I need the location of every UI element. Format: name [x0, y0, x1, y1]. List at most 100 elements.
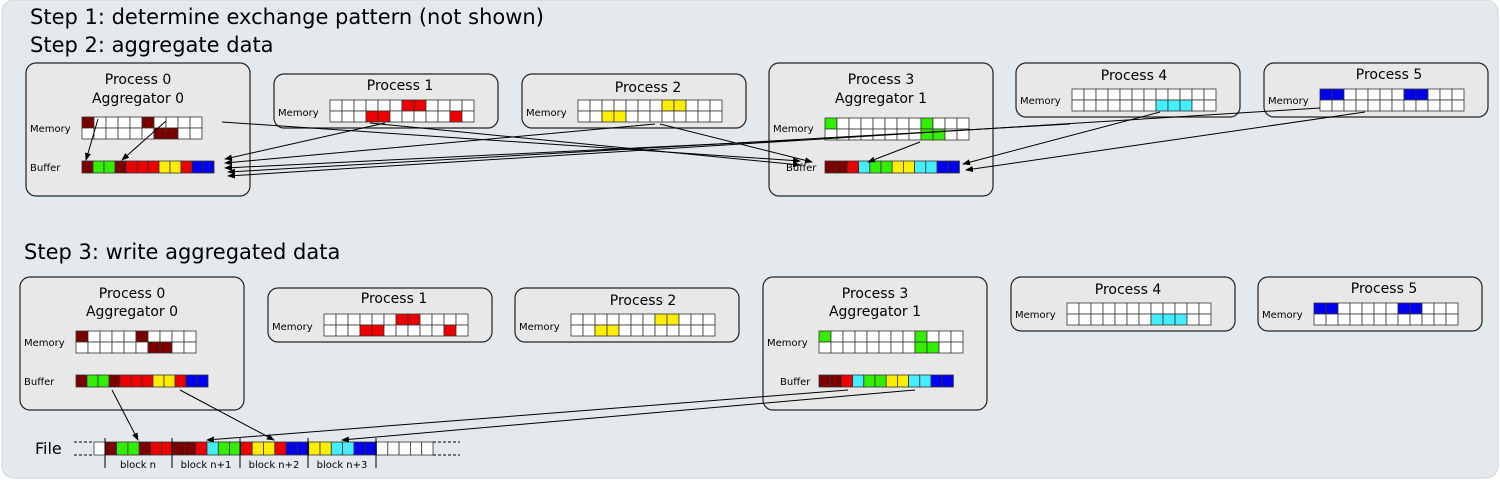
cell: [613, 99, 627, 112]
cell: [920, 117, 934, 130]
cell: [697, 99, 711, 112]
cell: [371, 313, 385, 326]
cell: [1409, 313, 1423, 326]
cell: [919, 374, 932, 388]
step3-process-3: Process 3 Aggregator 1 Memory Buffer: [762, 276, 988, 411]
cell: [1071, 99, 1085, 112]
cell: [389, 99, 403, 112]
cell: [147, 160, 160, 174]
cell: [1162, 313, 1176, 326]
cell: [353, 441, 366, 456]
cell: [359, 324, 373, 337]
cell: [637, 99, 651, 112]
cell: [150, 441, 163, 456]
cell: [104, 441, 118, 456]
cell: [897, 374, 910, 388]
cell: [936, 160, 949, 174]
buffer-label: Buffer: [30, 163, 61, 174]
cell: [950, 341, 964, 354]
cell: [455, 313, 469, 326]
step2-process-1: Process 1 Memory: [273, 73, 499, 129]
cell: [577, 110, 591, 123]
cell: [323, 313, 337, 326]
cell: [136, 160, 149, 174]
cell: [407, 313, 421, 326]
cell: [342, 441, 355, 456]
cell: [1337, 313, 1351, 326]
file-row: File block n block n+1 block n+2 block n…: [35, 438, 460, 471]
cell: [878, 341, 892, 354]
cell: [172, 441, 185, 456]
cell: [1439, 99, 1453, 112]
cell: [630, 324, 644, 337]
cell: [1391, 99, 1405, 112]
cell: [389, 110, 403, 123]
cell: [1367, 88, 1381, 101]
cell: [1191, 99, 1205, 112]
cell: [890, 330, 904, 343]
cell: [1174, 313, 1188, 326]
cell: [1379, 99, 1393, 112]
cell: [407, 324, 421, 337]
cell: [376, 441, 389, 456]
cell: [594, 313, 608, 326]
buffer-strip: [818, 374, 954, 388]
cell: [365, 110, 379, 123]
cell: [1179, 99, 1193, 112]
cell: [119, 374, 132, 388]
cell: [848, 128, 862, 141]
cell: [1313, 313, 1327, 326]
cell: [582, 313, 596, 326]
cell: [195, 441, 208, 456]
step3-process-5: Process 5 Memory: [1257, 276, 1483, 332]
cell: [159, 330, 173, 343]
cell: [637, 110, 651, 123]
memory-grid: [824, 117, 970, 141]
cell: [1174, 302, 1188, 315]
arrow: [867, 141, 921, 163]
cell: [1349, 313, 1363, 326]
memory-label: Memory: [1020, 96, 1061, 107]
file-block-label: block n+3: [317, 460, 368, 471]
cell: [330, 441, 343, 456]
cell: [364, 441, 377, 456]
process-subtitle: Aggregator 1: [835, 91, 927, 107]
cell: [1090, 302, 1104, 315]
cell: [341, 110, 355, 123]
arrow: [341, 389, 916, 443]
cell: [654, 324, 668, 337]
cell: [240, 441, 253, 456]
step2-process-4: Process 4 Memory: [1015, 62, 1241, 118]
cell: [383, 313, 397, 326]
cell: [625, 110, 639, 123]
cell: [824, 117, 838, 130]
cell: [1379, 88, 1393, 101]
process-title: Process 5: [1351, 281, 1417, 297]
process-title: Process 3: [842, 286, 908, 302]
cell: [159, 341, 173, 354]
cell: [161, 441, 174, 456]
cell: [425, 110, 439, 123]
cell: [1415, 99, 1429, 112]
cell: [925, 160, 938, 174]
cell: [1066, 313, 1080, 326]
cell: [449, 99, 463, 112]
step2-title: Step 2: aggregate data: [30, 33, 274, 57]
cell: [858, 160, 871, 174]
cell: [863, 374, 876, 388]
cell: [147, 330, 161, 343]
process-title: Process 0: [105, 72, 171, 88]
cell: [135, 341, 149, 354]
cell: [1179, 88, 1193, 101]
process-subtitle: Aggregator 0: [86, 304, 178, 320]
cell: [1433, 302, 1447, 315]
cell: [347, 313, 361, 326]
cell: [606, 313, 620, 326]
cell: [1319, 88, 1333, 101]
cell: [103, 160, 116, 174]
cell: [1451, 88, 1465, 101]
memory-grid: [1319, 88, 1465, 112]
process-title: Process 2: [615, 80, 681, 96]
cell: [1102, 313, 1116, 326]
